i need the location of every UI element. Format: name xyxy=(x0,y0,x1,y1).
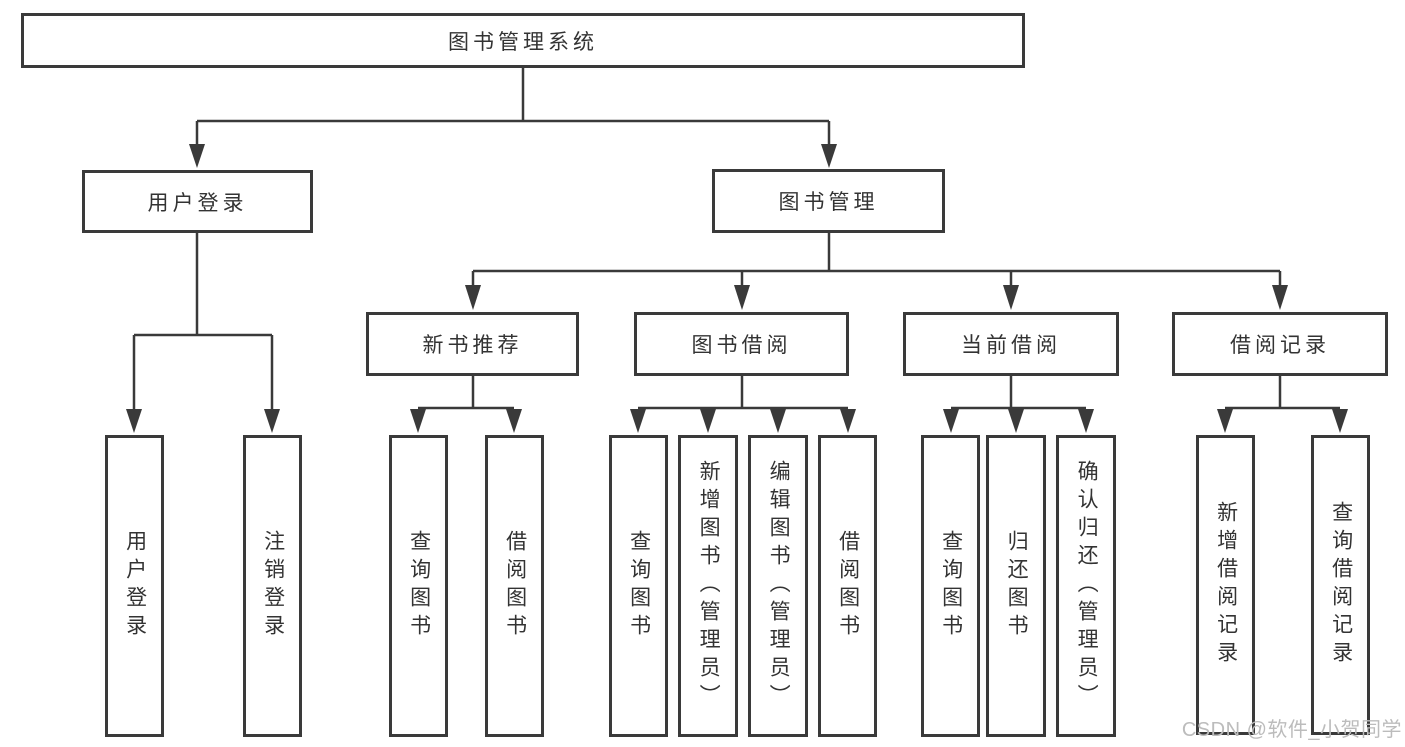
arrowhead xyxy=(630,409,646,433)
arrowhead xyxy=(734,285,750,310)
leaf-user-login-label: 用户登录 xyxy=(123,530,147,642)
leaf-return-book: 归还图书 xyxy=(986,435,1046,737)
arrowhead xyxy=(410,409,426,433)
node-user-login: 用户登录 xyxy=(82,170,313,233)
node-new-book-recommend-label: 新书推荐 xyxy=(422,334,523,357)
leaf-add-borrow-record: 新增借阅记录 xyxy=(1196,435,1255,735)
leaf-borrow-books-recommend-label: 借阅图书 xyxy=(503,530,527,642)
leaf-query-borrow-record-label: 查询借阅记录 xyxy=(1329,501,1353,669)
arrowhead xyxy=(770,409,786,433)
leaf-return-book-label: 归还图书 xyxy=(1005,530,1029,642)
node-new-book-recommend: 新书推荐 xyxy=(366,312,579,376)
arrowhead xyxy=(1003,285,1019,310)
leaf-borrow-books: 借阅图书 xyxy=(818,435,877,737)
arrowhead xyxy=(1078,409,1094,433)
node-borrow-records: 借阅记录 xyxy=(1172,312,1388,376)
node-user-login-label: 用户登录 xyxy=(147,191,248,215)
leaf-add-borrow-record-label: 新增借阅记录 xyxy=(1214,501,1238,669)
arrowhead xyxy=(126,409,142,433)
node-book-borrow-label: 图书借阅 xyxy=(691,334,792,357)
leaf-user-login: 用户登录 xyxy=(105,435,164,737)
leaf-query-books-borrow-label: 查询图书 xyxy=(627,530,651,642)
leaf-query-books-recommend-label: 查询图书 xyxy=(407,530,431,642)
leaf-borrow-books-label: 借阅图书 xyxy=(836,530,860,642)
arrowhead xyxy=(821,144,837,168)
leaf-add-book-admin-label: 新增图书（管理员） xyxy=(697,460,721,712)
node-root: 图书管理系统 xyxy=(21,13,1025,68)
leaf-borrow-books-recommend: 借阅图书 xyxy=(485,435,544,737)
node-book-borrow: 图书借阅 xyxy=(634,312,849,376)
leaf-query-books-current-label: 查询图书 xyxy=(939,530,963,642)
leaf-logout: 注销登录 xyxy=(243,435,302,737)
arrowhead xyxy=(506,409,522,433)
arrowhead xyxy=(1217,409,1233,433)
leaf-edit-book-admin-label: 编辑图书（管理员） xyxy=(767,460,791,712)
arrowhead xyxy=(1332,409,1348,433)
node-borrow-records-label: 借阅记录 xyxy=(1230,334,1330,357)
leaf-query-books-recommend: 查询图书 xyxy=(389,435,448,737)
node-current-borrow-label: 当前借阅 xyxy=(961,334,1061,357)
csdn-watermark: CSDN @软件_小贺同学 xyxy=(1181,719,1402,741)
arrowhead xyxy=(264,409,280,433)
leaf-query-books-current: 查询图书 xyxy=(921,435,980,737)
leaf-confirm-return-admin: 确认归还（管理员） xyxy=(1056,435,1116,737)
arrowhead xyxy=(1272,285,1288,310)
node-current-borrow: 当前借阅 xyxy=(903,312,1119,376)
arrowheads xyxy=(126,144,1348,433)
arrowhead xyxy=(840,409,856,433)
leaf-query-books-borrow: 查询图书 xyxy=(609,435,668,737)
arrowhead xyxy=(700,409,716,433)
leaf-add-book-admin: 新增图书（管理员） xyxy=(678,435,738,737)
connector-lines xyxy=(132,68,1340,412)
leaf-confirm-return-admin-label: 确认归还（管理员） xyxy=(1075,460,1099,712)
node-book-management: 图书管理 xyxy=(712,169,945,233)
node-book-management-label: 图书管理 xyxy=(778,191,879,214)
arrowhead xyxy=(1008,409,1024,433)
leaf-query-borrow-record: 查询借阅记录 xyxy=(1311,435,1370,735)
arrowhead xyxy=(943,409,959,433)
leaf-logout-label: 注销登录 xyxy=(261,530,285,642)
arrowhead xyxy=(465,285,481,310)
node-root-label: 图书管理系统 xyxy=(448,30,598,54)
arrowhead xyxy=(189,144,205,168)
leaf-edit-book-admin: 编辑图书（管理员） xyxy=(748,435,808,737)
